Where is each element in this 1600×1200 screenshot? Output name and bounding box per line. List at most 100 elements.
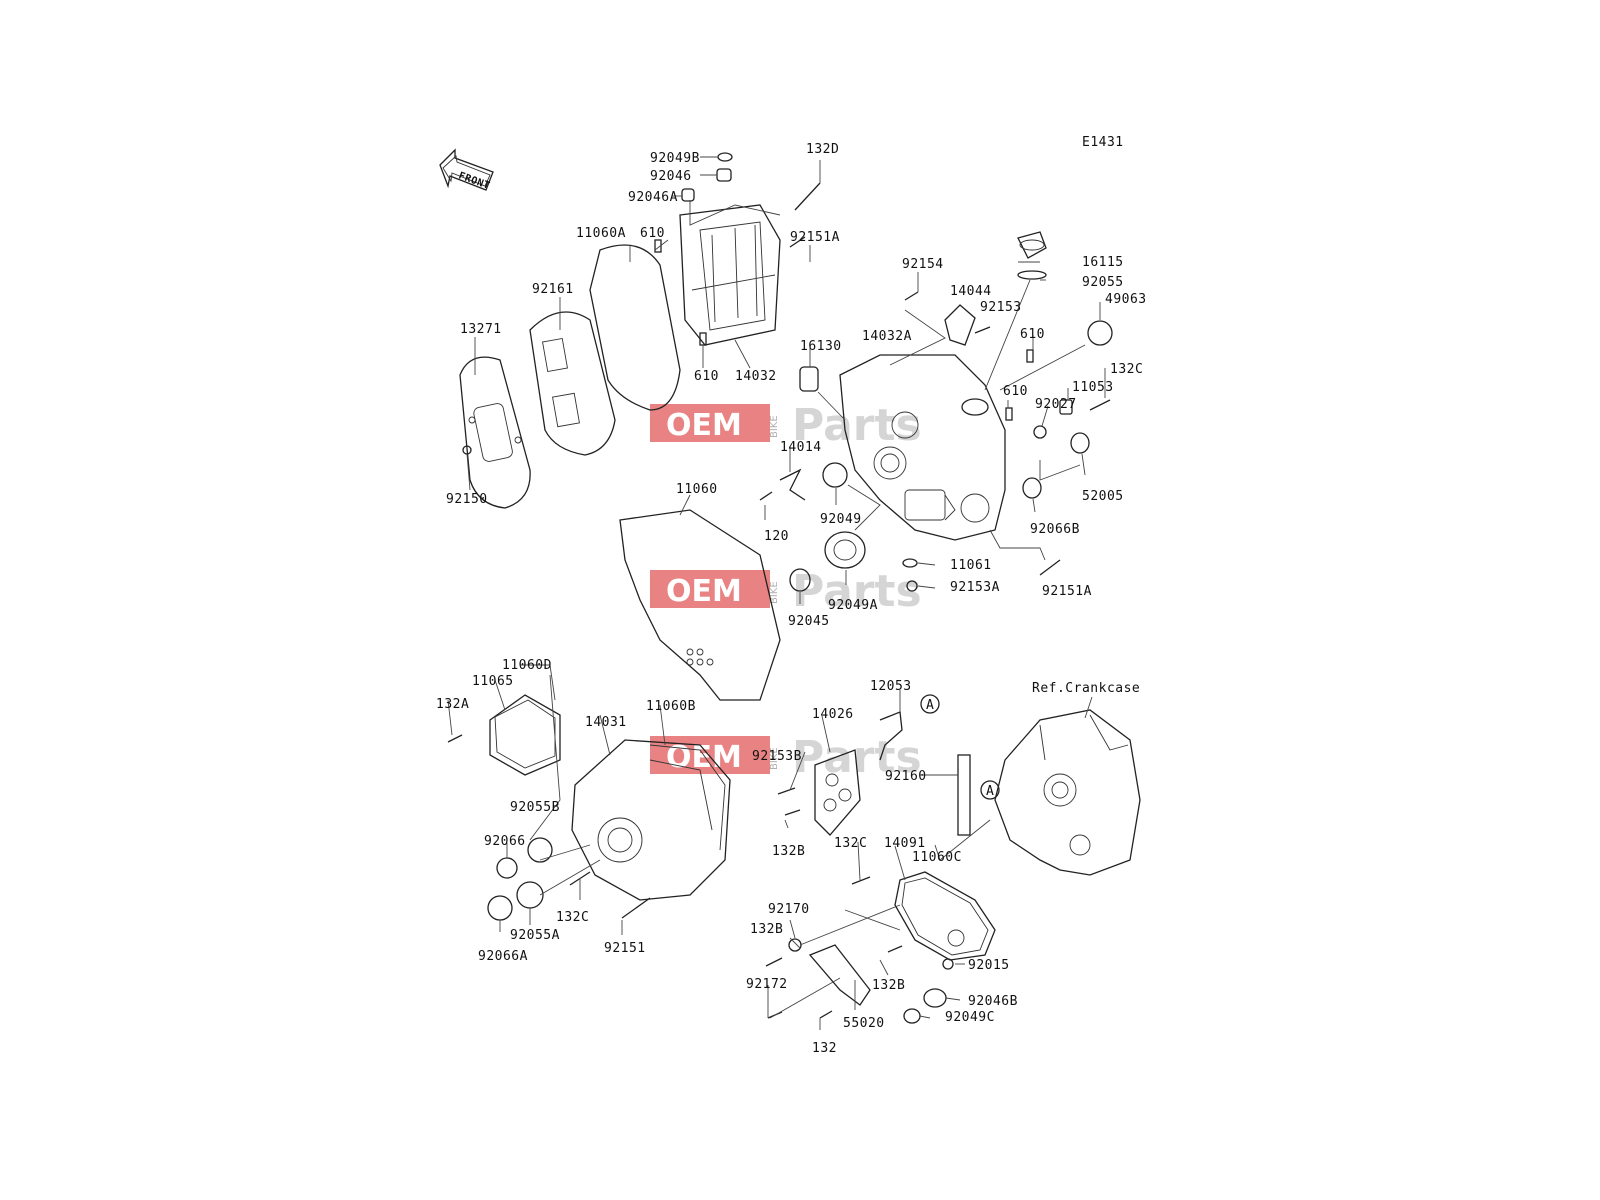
seal-92045 <box>789 568 811 592</box>
part-label: 132A <box>436 697 469 712</box>
collar-92046 <box>716 168 732 182</box>
nut-11053 <box>1059 399 1073 415</box>
seal-92049 <box>822 462 848 488</box>
watermark-bike: BIKE <box>769 581 780 604</box>
plug-49063 <box>1087 320 1113 346</box>
part-label: 49063 <box>1105 292 1147 307</box>
crankcase-reference <box>994 709 1141 876</box>
watermark-mid: OEM BIKE Parts <box>650 566 922 617</box>
part-label: 92153A <box>950 580 1000 595</box>
watermark-oem: OEM <box>666 408 742 443</box>
part-label: 11065 <box>472 674 514 689</box>
bolt-132A <box>447 734 463 743</box>
collar-92046A <box>681 188 695 202</box>
part-92170 <box>788 938 802 952</box>
gasket-11060D <box>494 699 556 769</box>
part-label: 13271 <box>460 322 502 337</box>
washer-92049B <box>717 152 733 162</box>
part-label: 14026 <box>812 707 854 722</box>
part-label: 11060 <box>676 482 718 497</box>
part-label: 92049A <box>828 598 878 613</box>
part-label: 92015 <box>968 958 1010 973</box>
part-label: 132 <box>812 1041 837 1056</box>
part-label: 132C <box>1110 362 1143 377</box>
part-label: 14014 <box>780 440 822 455</box>
gasket-holes <box>686 648 714 666</box>
bolt-92151 <box>621 897 651 919</box>
washer-92049C <box>903 1008 921 1024</box>
collar-92027 <box>1033 425 1047 439</box>
part-label: 16115 <box>1082 255 1124 270</box>
part-label: 92027 <box>1035 397 1077 412</box>
watermark-top: OEM BIKE Parts <box>650 400 922 451</box>
part-label: 132B <box>750 922 783 937</box>
bolt-132C-top <box>1089 399 1111 411</box>
part-label: 11053 <box>1072 380 1114 395</box>
bolt-132B-c <box>887 945 903 953</box>
bolt-92153 <box>974 326 991 334</box>
part-label: 132D <box>806 142 839 157</box>
collar-92046B <box>923 988 947 1008</box>
bolt-132B-b <box>765 957 783 967</box>
bolt-92153B <box>777 787 796 795</box>
cover-14031 <box>571 739 731 901</box>
leader-lines <box>447 156 1106 1030</box>
oring-92055 <box>1017 270 1047 280</box>
cap-16115 <box>1017 231 1047 259</box>
gear-16130 <box>799 366 819 392</box>
part-label: 92049 <box>820 512 862 527</box>
bolt-92151A-top <box>789 236 806 248</box>
part-label: 92066B <box>1030 522 1080 537</box>
part-labels: 92049B 92046 92046A 132D 11060A 610 9215… <box>436 142 1147 1056</box>
spring-14014 <box>779 468 806 501</box>
part-label: 92055B <box>510 800 560 815</box>
bolt-92151A-right <box>1039 559 1061 576</box>
ref-marker-a-bottom <box>980 780 1000 800</box>
part-label: 92066 <box>484 834 526 849</box>
bolt-92153A <box>906 580 918 592</box>
part-label: 14032A <box>862 329 912 344</box>
cover-11065 <box>489 694 561 776</box>
watermark-parts: Parts <box>792 400 922 451</box>
part-label: 92172 <box>746 977 788 992</box>
ref-marker-a-bottom-label: A <box>986 784 994 799</box>
part-label: 11060A <box>576 226 626 241</box>
part-label: 55020 <box>843 1016 885 1031</box>
part-label: 11060B <box>646 699 696 714</box>
cover-14032 <box>679 204 781 346</box>
part-label: 12053 <box>870 679 912 694</box>
cover-92161 <box>529 311 616 456</box>
pin-610-d <box>1005 407 1013 421</box>
part-label: 92151A <box>1042 584 1092 599</box>
front-arrow-icon: FRONT <box>439 148 494 192</box>
seal-52005 <box>1070 432 1090 454</box>
part-label: 120 <box>764 529 789 544</box>
part-label: 610 <box>1020 327 1045 342</box>
diagram-code: E1431 <box>1082 135 1124 150</box>
part-label: 92154 <box>902 257 944 272</box>
part-label: 92049B <box>650 151 700 166</box>
cover-14091 <box>894 871 996 961</box>
part-label: 92160 <box>885 769 927 784</box>
seal-92049A <box>824 531 866 569</box>
watermark-bottom: OEM BIKE Parts <box>650 732 922 783</box>
watermark-bike: BIKE <box>769 415 780 438</box>
part-label: 14031 <box>585 715 627 730</box>
part-label: 11060C <box>912 850 962 865</box>
cover-14026 <box>814 749 861 836</box>
watermark-parts: Parts <box>792 566 922 617</box>
part-label: 92150 <box>446 492 488 507</box>
guide-12053 <box>879 711 903 761</box>
part-label: 92153B <box>752 749 802 764</box>
part-label: 92045 <box>788 614 830 629</box>
part-label: 16130 <box>800 339 842 354</box>
part-label: 92055 <box>1082 275 1124 290</box>
bolt-92015 <box>942 958 954 970</box>
part-label: 92151 <box>604 941 646 956</box>
bracket-55020 <box>808 944 871 1006</box>
part-label: 610 <box>1003 384 1028 399</box>
plug-92066A <box>487 895 513 921</box>
part-label: 11060D <box>502 658 552 673</box>
part-label: 92151A <box>790 230 840 245</box>
